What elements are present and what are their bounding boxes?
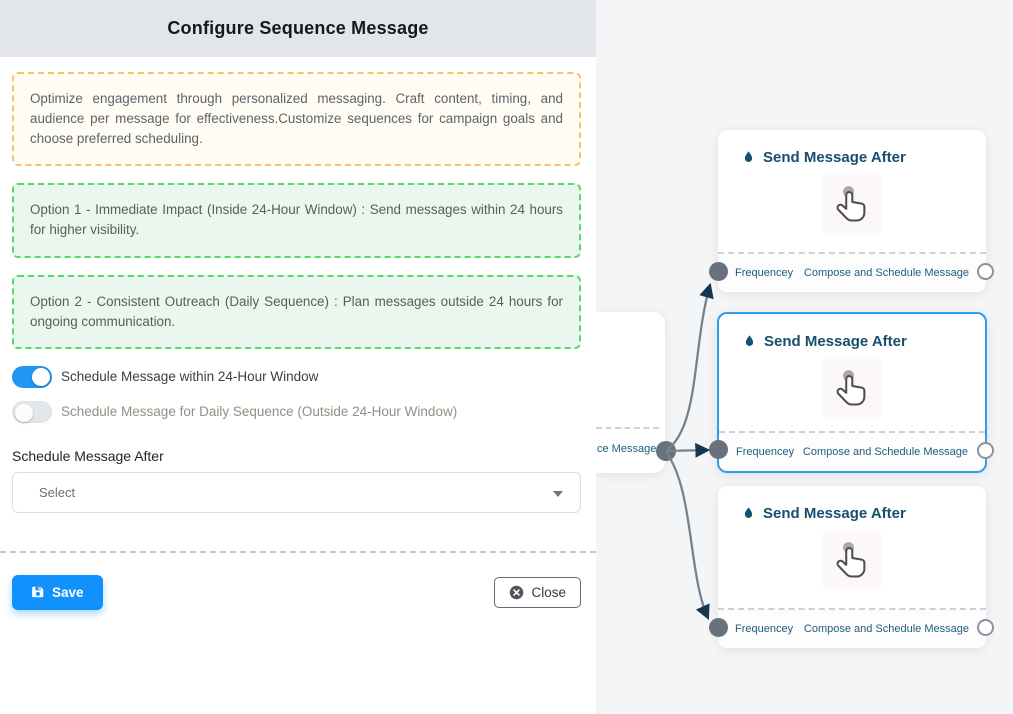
frequency-label[interactable]: Frequencey [735,623,794,635]
droplet-icon [742,334,757,349]
target-handle[interactable] [709,618,728,637]
node-footer: Frequencey Compose and Schedule Message [718,608,986,648]
source-handle[interactable] [977,263,994,280]
source-handle[interactable] [977,619,994,636]
edge-to-node-1 [665,282,714,452]
toggle-knob [32,367,50,386]
schedule-daily-toggle[interactable] [12,400,52,423]
toggle-row-24h: Schedule Message within 24-Hour Window [12,365,581,388]
source-handle[interactable] [977,442,994,459]
floppy-icon [31,585,45,599]
target-handle[interactable] [709,262,728,281]
schedule-daily-toggle-label: Schedule Message for Daily Sequence (Out… [61,404,458,420]
send-message-after-node-2-selected[interactable]: Send Message After Frequencey Compose an… [709,312,994,473]
node-body [718,531,986,589]
option-2-text: Option 2 - Consistent Outreach (Daily Se… [30,293,563,329]
option-1-text: Option 1 - Immediate Impact (Inside 24-H… [30,202,563,238]
node-title: Send Message After [764,333,907,350]
source-handle[interactable] [656,441,676,461]
circle-x-icon [509,585,524,600]
partial-sequence-node[interactable]: ce Message [596,312,676,473]
info-note-text: Optimize engagement through personalized… [30,91,563,147]
node-footer: Frequencey Compose and Schedule Message [718,252,986,292]
node-body [719,359,985,417]
select-value: Select [39,484,76,500]
caret-down-icon [553,490,563,497]
frequency-label[interactable]: Frequencey [735,267,794,279]
schedule-24h-toggle-label: Schedule Message within 24-Hour Window [61,369,319,385]
partial-node-footer-label: ce Message [597,443,657,455]
tap-hand-icon [823,531,881,589]
panel-title: Configure Sequence Message [167,18,429,38]
save-button-label: Save [52,584,84,600]
node-title: Send Message After [763,505,906,522]
panel-footer: Save Close [12,574,581,610]
node-title: Send Message After [763,149,906,166]
tap-hand-icon [823,359,881,417]
info-note: Optimize engagement through personalized… [12,72,581,167]
flow-canvas[interactable]: ce Message Send Message After Frequencey… [596,0,1013,714]
node-footer-divider [596,427,659,429]
compose-schedule-label[interactable]: Compose and Schedule Message [802,446,968,458]
schedule-after-label: Schedule Message After [12,447,164,464]
edge-to-node-3 [665,451,710,621]
option-1-note: Option 1 - Immediate Impact (Inside 24-H… [12,183,581,258]
close-button[interactable]: Close [494,576,581,608]
node-header: Send Message After [718,130,986,166]
toggle-row-daily: Schedule Message for Daily Sequence (Out… [12,400,581,423]
close-button-label: Close [531,584,566,600]
node-footer: Frequencey Compose and Schedule Message [719,431,985,471]
node-header: Send Message After [719,314,985,350]
target-handle[interactable] [709,440,728,459]
save-button[interactable]: Save [12,574,103,610]
send-message-after-node-3[interactable]: Send Message After Frequencey Compose an… [709,486,994,648]
schedule-24h-toggle[interactable] [12,365,52,388]
panel-header: Configure Sequence Message [0,0,596,57]
droplet-icon [741,506,756,521]
tap-hand-icon [823,175,881,233]
droplet-icon [741,150,756,165]
send-message-after-node-1[interactable]: Send Message After Frequencey Compose an… [709,130,994,292]
schedule-after-select[interactable]: Select [12,471,581,513]
option-2-note: Option 2 - Consistent Outreach (Daily Se… [12,274,581,349]
toggle-knob [15,403,33,422]
compose-schedule-label[interactable]: Compose and Schedule Message [803,623,969,635]
frequency-label[interactable]: Frequencey [736,446,795,458]
node-header: Send Message After [718,486,986,522]
node-body [718,175,986,233]
configure-sequence-panel: Configure Sequence Message Optimize enga… [0,0,596,610]
compose-schedule-label[interactable]: Compose and Schedule Message [803,267,969,279]
footer-divider [0,550,596,553]
